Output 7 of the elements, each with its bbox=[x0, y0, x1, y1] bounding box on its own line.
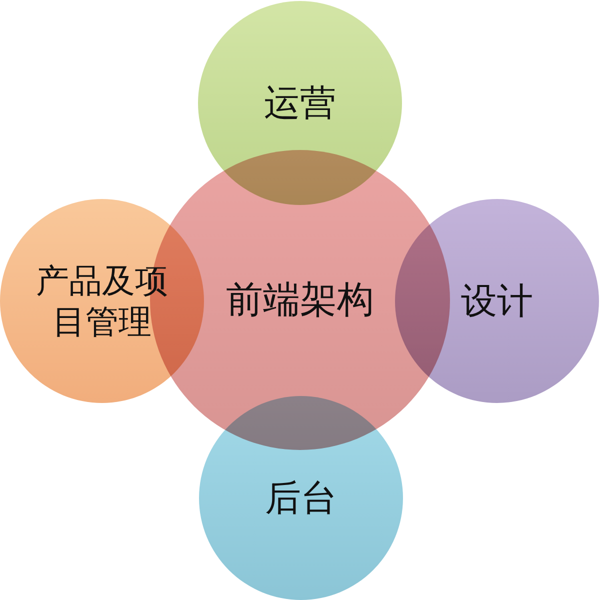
circle-label: 产品及项目管理 bbox=[35, 260, 169, 342]
circle-label: 设计 bbox=[461, 280, 533, 324]
circle-label: 运营 bbox=[264, 82, 336, 126]
circle-label: 前端架构 bbox=[226, 276, 374, 323]
venn-circle bbox=[199, 396, 403, 600]
venn-circle bbox=[395, 199, 599, 403]
circle-label: 后台 bbox=[265, 476, 337, 520]
